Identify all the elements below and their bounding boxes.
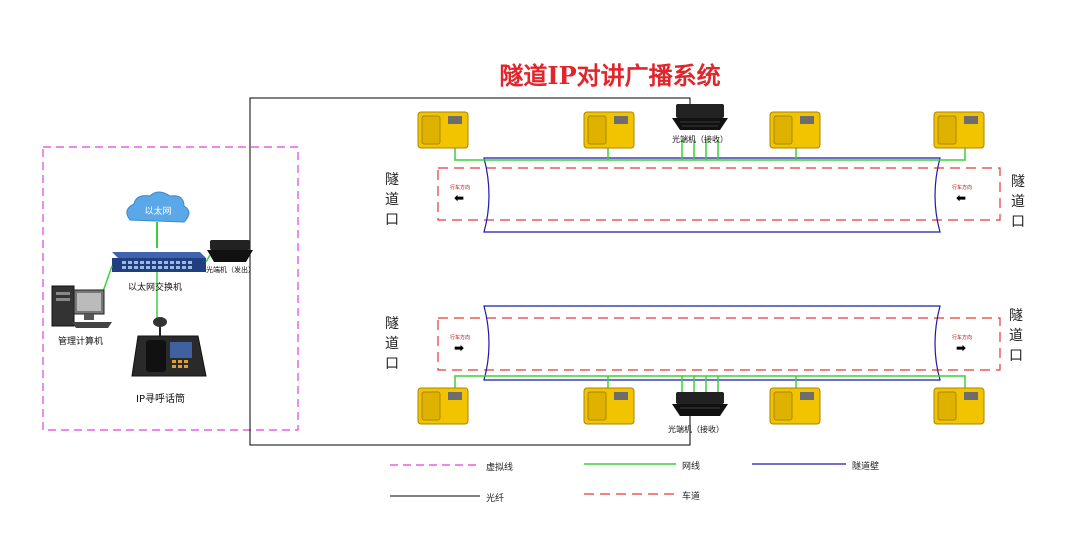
phone-icon: [583, 111, 635, 149]
phone-icon: [417, 387, 469, 425]
optical-terminal-icon: [672, 392, 728, 416]
tunnel-entrance-right-bottom: 隧 道 口: [1009, 308, 1023, 364]
phone-icon: [933, 387, 985, 425]
optical-terminal-icon: [207, 240, 253, 262]
phone-icon: [769, 111, 821, 149]
tunnel-entrance-left-top: 隧 道 口: [385, 172, 399, 228]
arrow-left-icon: ⬅: [454, 191, 465, 205]
direction-label: 行车方向: [952, 185, 973, 191]
optical-bottom-label: 光端机（接收）: [668, 425, 724, 434]
tunnel-entrance-left-bottom: 隧 道 口: [385, 316, 399, 372]
network-line-bottom: [454, 375, 966, 392]
direction-label: 行车方向: [450, 185, 471, 191]
ethernet-cloud-label: 以太网: [144, 207, 172, 217]
lane-top: [437, 167, 1001, 221]
phone-icon: [583, 387, 635, 425]
computer-label: 管理计算机: [58, 337, 104, 347]
legend-virtual-label: 虚拟线: [486, 463, 514, 473]
arrow-right-icon: ➡: [454, 341, 465, 355]
legend-fiber-label: 光纤: [486, 494, 505, 504]
tunnel-wall-top: [483, 157, 941, 233]
lane-bottom: [437, 317, 1001, 371]
tunnel-wall-bottom: [483, 305, 941, 381]
switch-icon: [112, 252, 206, 272]
ip-phone-label: IP寻呼话筒: [136, 394, 185, 405]
switch-optical-link: [205, 254, 211, 263]
computer-icon: [51, 285, 112, 328]
arrow-left-icon: ⬅: [956, 191, 967, 205]
phone-icon: [933, 111, 985, 149]
arrow-right-icon: ➡: [956, 341, 967, 355]
optical-terminal-icon: [672, 104, 728, 130]
tunnel-entrance-right-top: 隧 道 口: [1011, 174, 1025, 230]
network-line-top: [454, 148, 966, 161]
direction-label: 行车方向: [952, 335, 973, 341]
page-title: 隧道IP对讲广播系统: [499, 61, 721, 90]
phone-icon: [769, 387, 821, 425]
legend-lane-label: 车道: [682, 492, 701, 502]
legend-network-label: 网线: [682, 462, 701, 472]
optical-send-label: 光端机（发出）: [206, 266, 250, 274]
switch-label: 以太网交换机: [128, 283, 183, 293]
fiber-line-bottom: [249, 255, 691, 446]
cloud-icon: [126, 191, 190, 223]
optical-top-label: 光端机（接收）: [672, 135, 728, 144]
legend-wall-label: 隧道壁: [852, 462, 880, 472]
direction-label: 行车方向: [450, 335, 471, 341]
virtual-boundary: [42, 146, 299, 431]
phone-icon: [417, 111, 469, 149]
ip-phone-icon: [131, 317, 207, 377]
